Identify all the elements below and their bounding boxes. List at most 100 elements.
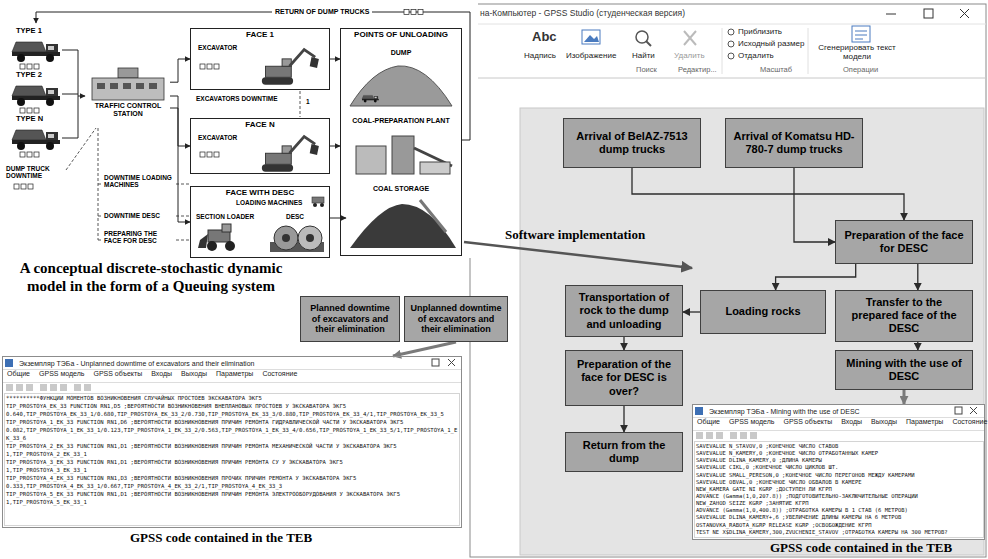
queue-symbol	[418, 10, 423, 15]
queue-symbol	[214, 152, 219, 157]
traffic-control-building	[136, 83, 144, 89]
dump-figure	[350, 66, 452, 106]
model-label: 1	[306, 98, 310, 105]
code-line: ADVANCE (Gamma(1,0,400.8)) ;ОТРАБОТКА КА…	[696, 507, 981, 514]
desc-figure	[306, 234, 314, 242]
queue-symbol	[404, 10, 423, 15]
connector	[330, 59, 340, 60]
node-label: COAL STORAGE	[346, 184, 456, 193]
tab-label: Входы	[841, 418, 862, 426]
tab-label: Общие	[7, 370, 30, 378]
code-line: NEW_KAMERA GATE NI KGRP ;ДОСТУПЕН ЛИ КГР…	[696, 486, 981, 493]
code-window	[2, 382, 462, 383]
tab-label: GPSS модель	[729, 418, 774, 426]
toolbar-label: Исходный размер	[738, 40, 804, 49]
code-line: SAVEVALUE OBVAL,0 ;КОНЕЧНОЕ ЧИСЛО ОБВАЛО…	[696, 479, 981, 486]
queue-symbol	[411, 10, 416, 15]
process-box: Unplanned downtime of excavators and the…	[404, 296, 508, 342]
model-box: FACE WITH DESC	[190, 186, 330, 258]
code-window	[692, 430, 985, 431]
connector	[917, 342, 918, 350]
connectors	[170, 59, 918, 432]
downtime-line	[66, 128, 96, 170]
toolbar-label: Изображение	[566, 52, 616, 61]
code-window: Экземпляр ТЭБа - Mining with the use of …	[692, 404, 985, 540]
code-line: TIP_PROSTOYA_EK_33 FUNCTION RN1,D5 ;ВЕРО…	[6, 403, 458, 411]
code-window	[50, 384, 57, 391]
code-window	[696, 432, 757, 439]
toolbar-label: Удалить	[674, 52, 705, 61]
dump-figure	[362, 95, 379, 102]
code-window	[695, 407, 703, 415]
code-window	[716, 432, 723, 439]
connector	[794, 168, 835, 242]
control-station: TRAFFIC CONTROL STATION	[86, 66, 170, 126]
traffic-control-building	[123, 83, 131, 89]
gpss-studio-window	[852, 26, 870, 42]
window-title: Экземпляр ТЭБа - Mining with the use of …	[693, 405, 984, 415]
connector	[903, 390, 906, 404]
code-line: SAVEVALUE N_STAVOV,0 ;КОНЕЧНОЕ ЧИСЛО СТА…	[696, 443, 981, 450]
gpss-studio-window	[924, 9, 933, 18]
vehicle-type-label: TYPE N	[16, 115, 43, 123]
conceptual-model	[12, 42, 60, 62]
conceptual-model	[12, 130, 60, 150]
loading-machine-icon	[312, 197, 324, 207]
queue-symbol	[200, 64, 205, 69]
conceptual-model	[78, 96, 85, 97]
section-loader-figure	[207, 241, 217, 251]
node-label: TRAFFIC CONTROL STATION	[86, 102, 170, 117]
tab-label: GPSS модель	[39, 370, 84, 378]
traffic-control-building	[92, 68, 164, 100]
process-box: Arrival of BelAZ-7513 dump trucks	[563, 118, 701, 168]
connector	[683, 311, 700, 312]
code-window	[692, 404, 985, 540]
queue-symbol	[27, 108, 32, 113]
queue-symbol	[27, 152, 32, 157]
queue-symbol	[34, 64, 39, 69]
code-window	[2, 369, 462, 370]
unloading-point: COAL STORAGE	[346, 184, 456, 250]
process-box: Preparation of the face for DESC	[835, 220, 973, 264]
code-window	[40, 384, 47, 391]
toolbar-label: Найти	[632, 52, 655, 61]
connector	[170, 59, 190, 82]
gpss-studio-window	[470, 24, 986, 25]
figure-caption: A conceptual discrete-stochastic dynamic…	[6, 259, 296, 295]
node-label: POINTS OF UNLOADING	[341, 29, 461, 40]
code-window	[706, 432, 713, 439]
code-window	[970, 407, 977, 414]
downtime-line	[98, 128, 102, 240]
code-line: NEW_ZAHOD SEIZE KGRP ;ЗАНЯТИЕ КГРП	[696, 500, 981, 507]
gpss-studio-window	[584, 35, 599, 42]
gpss-studio-window	[855, 31, 867, 39]
node-label: Arrival of Komatsu HD-780-7 dump trucks	[731, 130, 857, 156]
code-line: 1,TIP_PROSTOYA_2_EK_33_1	[6, 451, 458, 459]
gpss-studio-window	[722, 28, 723, 74]
toolbar-group-label: Редактир...	[678, 66, 717, 74]
loading-machine-icon	[313, 203, 317, 207]
coal-preparation-plant-figure	[356, 146, 386, 174]
model-box: FACE 1	[190, 28, 330, 90]
vehicle-type-label: TYPE 1	[16, 27, 42, 35]
code-line: TIP_PROSTOYA_5_EK_33 FUNCTION RN1,D1 ;ВЕ…	[6, 491, 458, 499]
tab-label: Общие	[697, 418, 720, 426]
tab-bar: ОбщиеGPSS модельGPSS объектыВходыВыходыП…	[7, 370, 457, 378]
queue-symbol	[207, 64, 212, 69]
code-window	[750, 432, 757, 439]
model-label: SECTION LOADER	[196, 213, 254, 220]
toolbar-label: Сгенерировать текст модели	[812, 44, 902, 62]
node-label: Planned downtime of excavators and their…	[306, 303, 394, 334]
vehicle-type-label: TYPE 2	[16, 71, 42, 79]
model-box: FACE N	[190, 118, 330, 174]
code-line: SAVEVALUE N_KAMERY,0 ;КОНЕЧНОЕ ЧИСЛО ОТР…	[696, 450, 981, 457]
code-line: 1,TIP_PROSTOYA_5_EK_33_1	[6, 499, 458, 507]
code-line: ADVANCE (Gamma(1,0,207.8)) ;ПОДГОТОВИТЕЛ…	[696, 493, 981, 500]
code-line: TEST NE X$DLINA_KAMERY,300,ZVUCHENIE_STA…	[696, 529, 981, 536]
code-window	[26, 384, 33, 391]
queue-symbol	[20, 64, 25, 69]
unloading-point: DUMP	[346, 48, 456, 110]
traffic-control-building	[149, 83, 157, 89]
queue-symbol	[21, 184, 26, 189]
conceptual-model	[62, 50, 78, 138]
